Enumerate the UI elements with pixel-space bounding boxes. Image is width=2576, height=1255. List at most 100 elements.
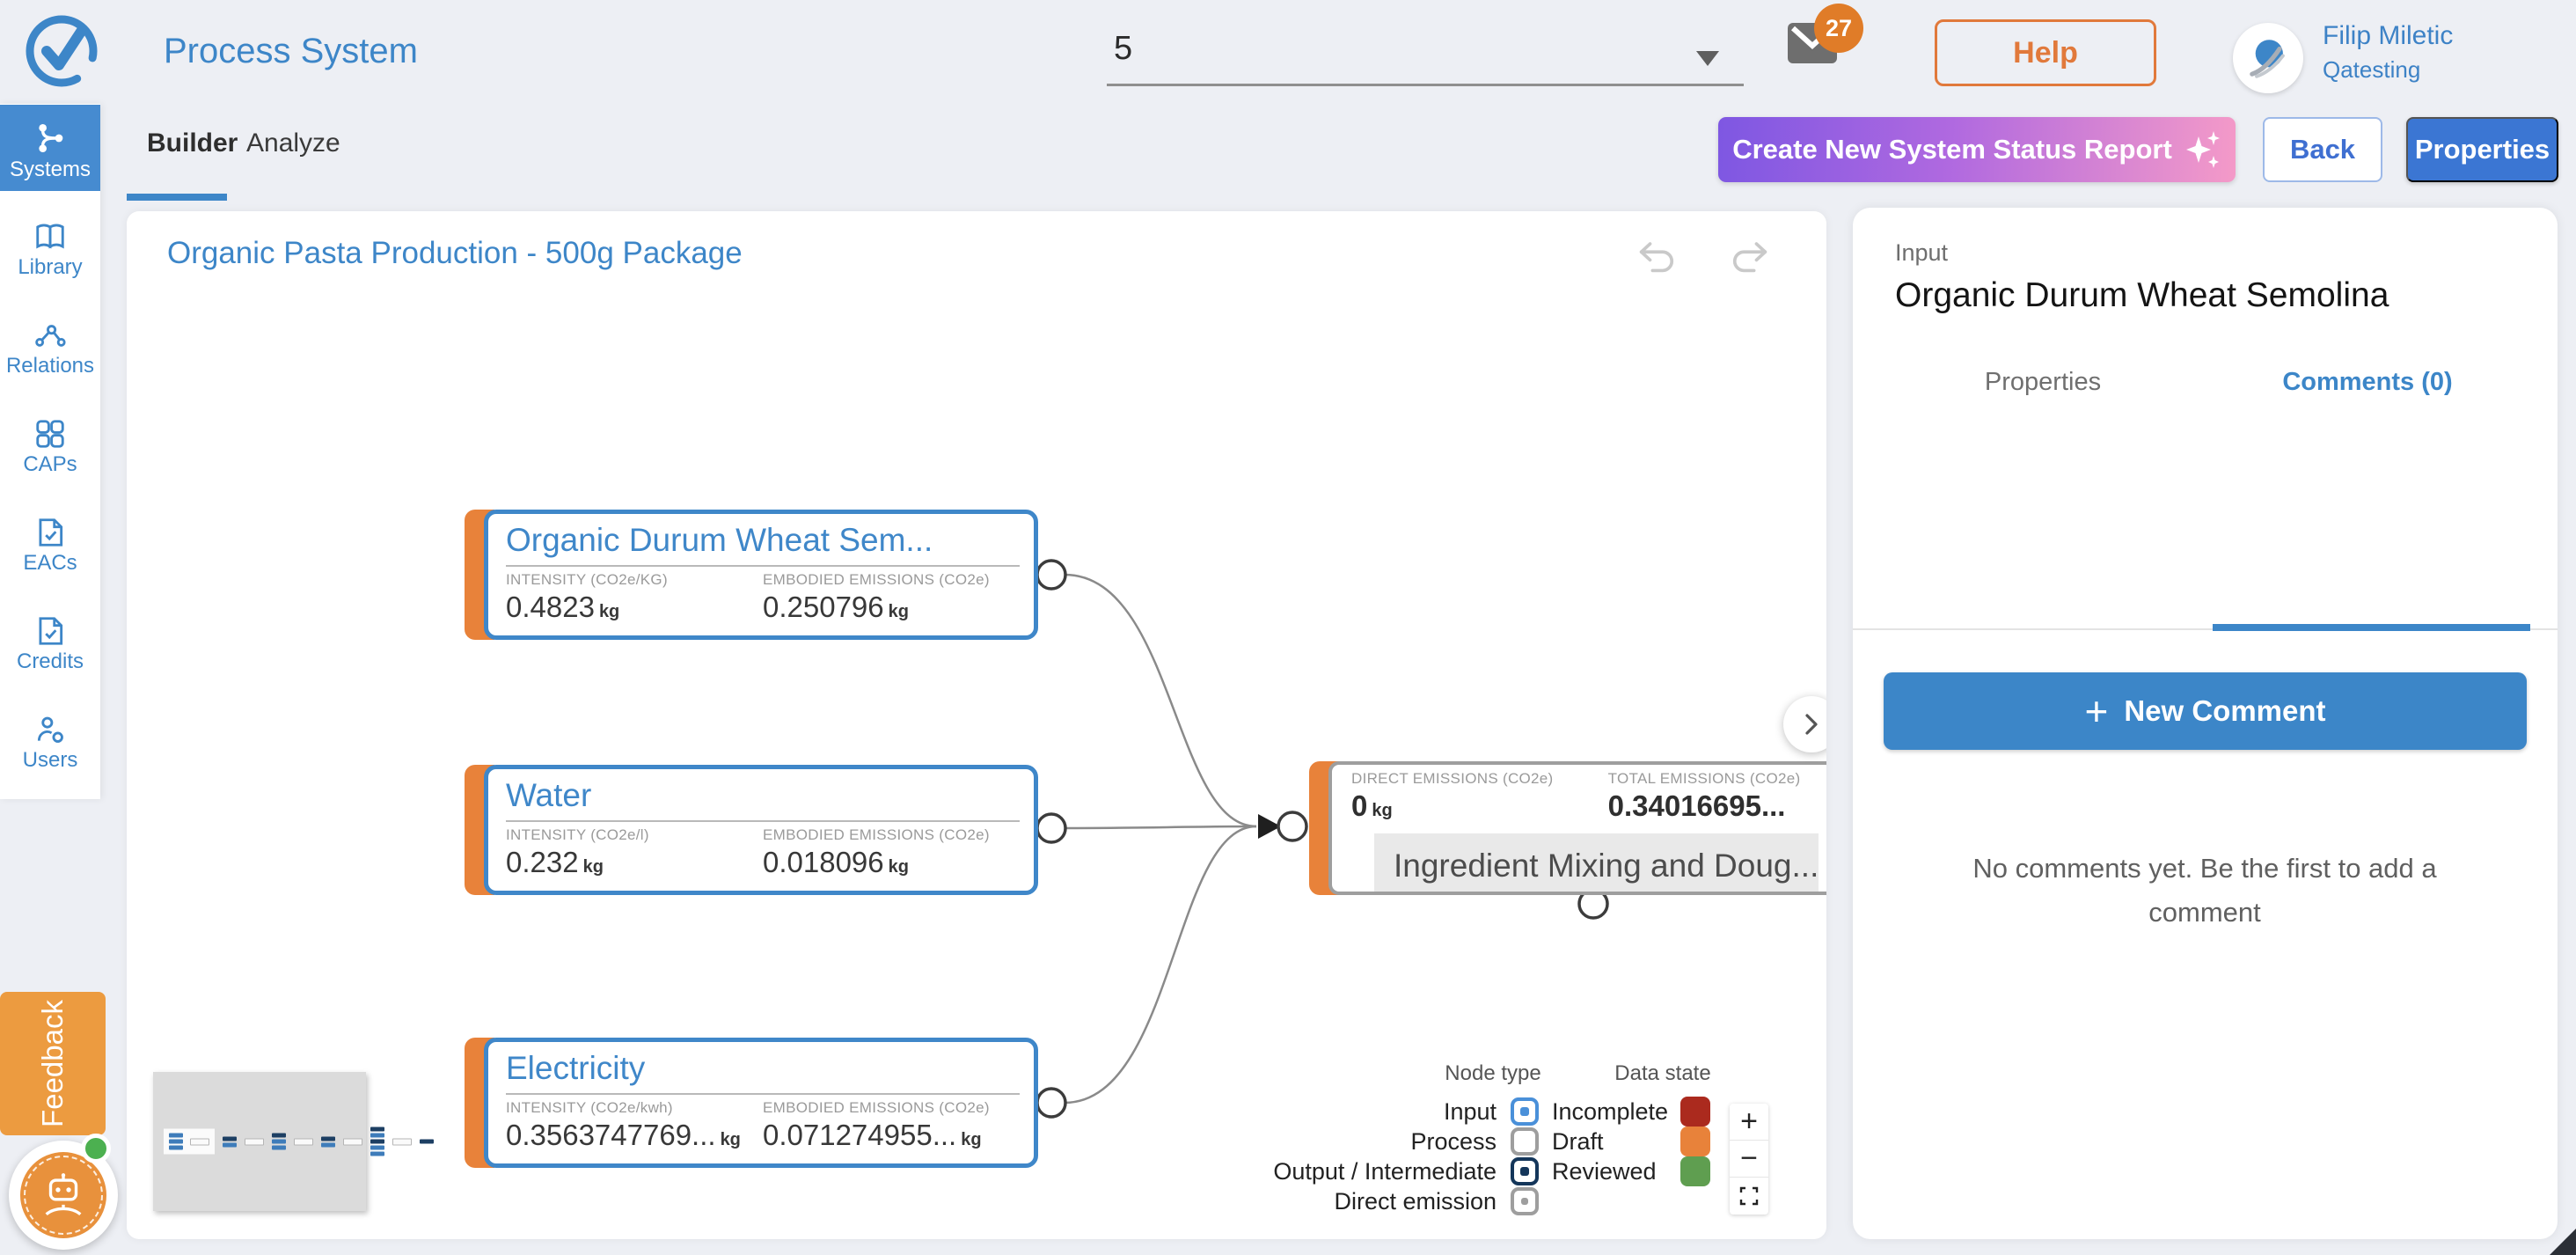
field-label: INTENSITY (CO2e/l) <box>506 826 649 843</box>
sidebar-item-users[interactable]: Users <box>0 713 100 773</box>
user-org: Qatesting <box>2323 56 2421 83</box>
help-button[interactable]: Help <box>1935 19 2156 86</box>
edge-arrowhead <box>1258 814 1281 839</box>
system-select[interactable]: 5 <box>1107 16 1744 86</box>
comments-tab-underline <box>2213 624 2530 631</box>
water-output-port[interactable] <box>1036 812 1067 844</box>
online-status-dot <box>81 1134 111 1163</box>
properties-button[interactable]: Properties <box>2406 117 2558 182</box>
page-title: Process System <box>164 32 418 70</box>
edge-water-to-mixing <box>1064 825 1257 830</box>
field-value: 0.3563747769...kg <box>506 1119 741 1151</box>
mixing-input-port[interactable] <box>1277 811 1308 842</box>
chatbot-icon <box>20 1152 106 1238</box>
zoom-out-button[interactable]: − <box>1730 1141 1768 1178</box>
tab-divider <box>1853 628 2558 630</box>
selected-node-type: Input <box>1895 239 1949 266</box>
fit-view-button[interactable] <box>1730 1178 1768 1215</box>
zoom-controls: + − <box>1730 1104 1768 1215</box>
sidebar <box>0 104 100 799</box>
legend-item-input: Input <box>1138 1097 1539 1127</box>
tab-comments[interactable]: Comments (0) <box>2282 368 2453 396</box>
library-icon <box>36 224 64 249</box>
direct-emission-node-icon <box>1511 1187 1539 1215</box>
tab-analyze[interactable]: Analyze <box>246 128 340 158</box>
edge-electricity-to-mixing <box>1064 825 1257 1105</box>
reviewed-state-swatch <box>1680 1156 1710 1186</box>
sidebar-item-systems[interactable]: Systems <box>0 105 100 191</box>
redo-button[interactable] <box>1728 238 1770 280</box>
chevron-down-icon <box>1696 51 1719 66</box>
field-label: EMBODIED EMISSIONS (CO2e) <box>763 1099 990 1116</box>
sidebar-item-caps[interactable]: CAPs <box>0 417 100 477</box>
minimap-nodes <box>164 1127 434 1156</box>
field-label: EMBODIED EMISSIONS (CO2e) <box>763 571 990 588</box>
node-electricity[interactable]: Electricity INTENSITY (CO2e/kwh) 0.35637… <box>465 1038 1038 1168</box>
plus-icon: + <box>2084 688 2109 734</box>
sidebar-item-credits[interactable]: Credits <box>0 614 100 674</box>
legend-item-reviewed: Reviewed <box>1552 1156 1745 1186</box>
comments-empty-state: No comments yet. Be the first to add a c… <box>1972 853 2437 928</box>
node-organic-durum-wheat[interactable]: Organic Durum Wheat Sem... INTENSITY (CO… <box>465 510 1038 640</box>
mail-count-badge: 27 <box>1814 4 1863 53</box>
users-icon <box>37 716 63 743</box>
legend-item-process: Process <box>1138 1127 1539 1156</box>
node-ingredient-mixing[interactable]: Ingredient Mixing and Doug... DIRECT EMI… <box>1309 761 1826 895</box>
edge-layer <box>1036 559 1609 1119</box>
fullscreen-icon <box>1739 1186 1759 1206</box>
feedback-button[interactable]: Feedback <box>0 992 106 1135</box>
field-label: INTENSITY (CO2e/kwh) <box>506 1099 673 1116</box>
field-value: 0.071274955...kg <box>763 1119 982 1151</box>
field-label: DIRECT EMISSIONS (CO2e) <box>1351 770 1554 787</box>
resize-grip[interactable] <box>2550 1229 2576 1255</box>
system-title: Organic Pasta Production - 500g Package <box>167 236 743 270</box>
back-button[interactable]: Back <box>2263 117 2382 182</box>
input-node-icon <box>1511 1097 1539 1126</box>
active-tab-underline <box>127 194 227 201</box>
app-logo-icon <box>26 15 98 87</box>
output-node-icon <box>1511 1157 1539 1185</box>
panel-expand-button[interactable] <box>1783 696 1826 752</box>
tab-properties[interactable]: Properties <box>1984 368 2102 396</box>
undo-button[interactable] <box>1636 238 1679 280</box>
legend-node-type-title: Node type <box>1445 1061 1541 1085</box>
tab-builder[interactable]: Builder <box>147 128 238 158</box>
details-panel: Input Organic Durum Wheat Semolina Prope… <box>1853 208 2558 1239</box>
field-label: EMBODIED EMISSIONS (CO2e) <box>763 826 990 843</box>
zoom-in-button[interactable]: + <box>1730 1104 1768 1141</box>
legend-item-draft: Draft <box>1552 1127 1745 1156</box>
avatar[interactable] <box>2233 23 2303 93</box>
flow-canvas[interactable]: Organic Pasta Production - 500g Package <box>127 211 1826 1239</box>
eacs-icon <box>39 518 63 547</box>
legend-item-incomplete: Incomplete <box>1552 1097 1745 1127</box>
chevron-right-icon <box>1805 714 1818 735</box>
relations-icon <box>35 325 66 347</box>
systems-icon <box>39 124 63 152</box>
new-comment-button[interactable]: + New Comment <box>1884 672 2527 750</box>
credits-icon <box>39 617 63 645</box>
sidebar-item-eacs[interactable]: EACs <box>0 516 100 576</box>
legend-item-direct-emission: Direct emission <box>1138 1186 1539 1216</box>
wheat-output-port[interactable] <box>1036 559 1067 591</box>
minimap-viewport[interactable] <box>164 1128 215 1155</box>
sparkles-icon <box>2185 131 2220 168</box>
legend-data-state-title: Data state <box>1614 1061 1711 1085</box>
legend-item-output-intermediate: Output / Intermediate <box>1138 1156 1539 1186</box>
sidebar-item-relations[interactable]: Relations <box>0 319 100 378</box>
edge-wheat-to-mixing <box>1064 573 1257 828</box>
incomplete-state-swatch <box>1680 1097 1710 1127</box>
field-label: INTENSITY (CO2e/KG) <box>506 571 668 588</box>
sidebar-item-library[interactable]: Library <box>0 220 100 280</box>
minimap[interactable] <box>153 1072 434 1211</box>
process-node-icon <box>1511 1127 1539 1156</box>
create-report-button[interactable]: Create New System Status Report <box>1718 117 2236 182</box>
electricity-output-port[interactable] <box>1036 1087 1067 1119</box>
field-value: 0.34016695... <box>1607 789 1786 822</box>
